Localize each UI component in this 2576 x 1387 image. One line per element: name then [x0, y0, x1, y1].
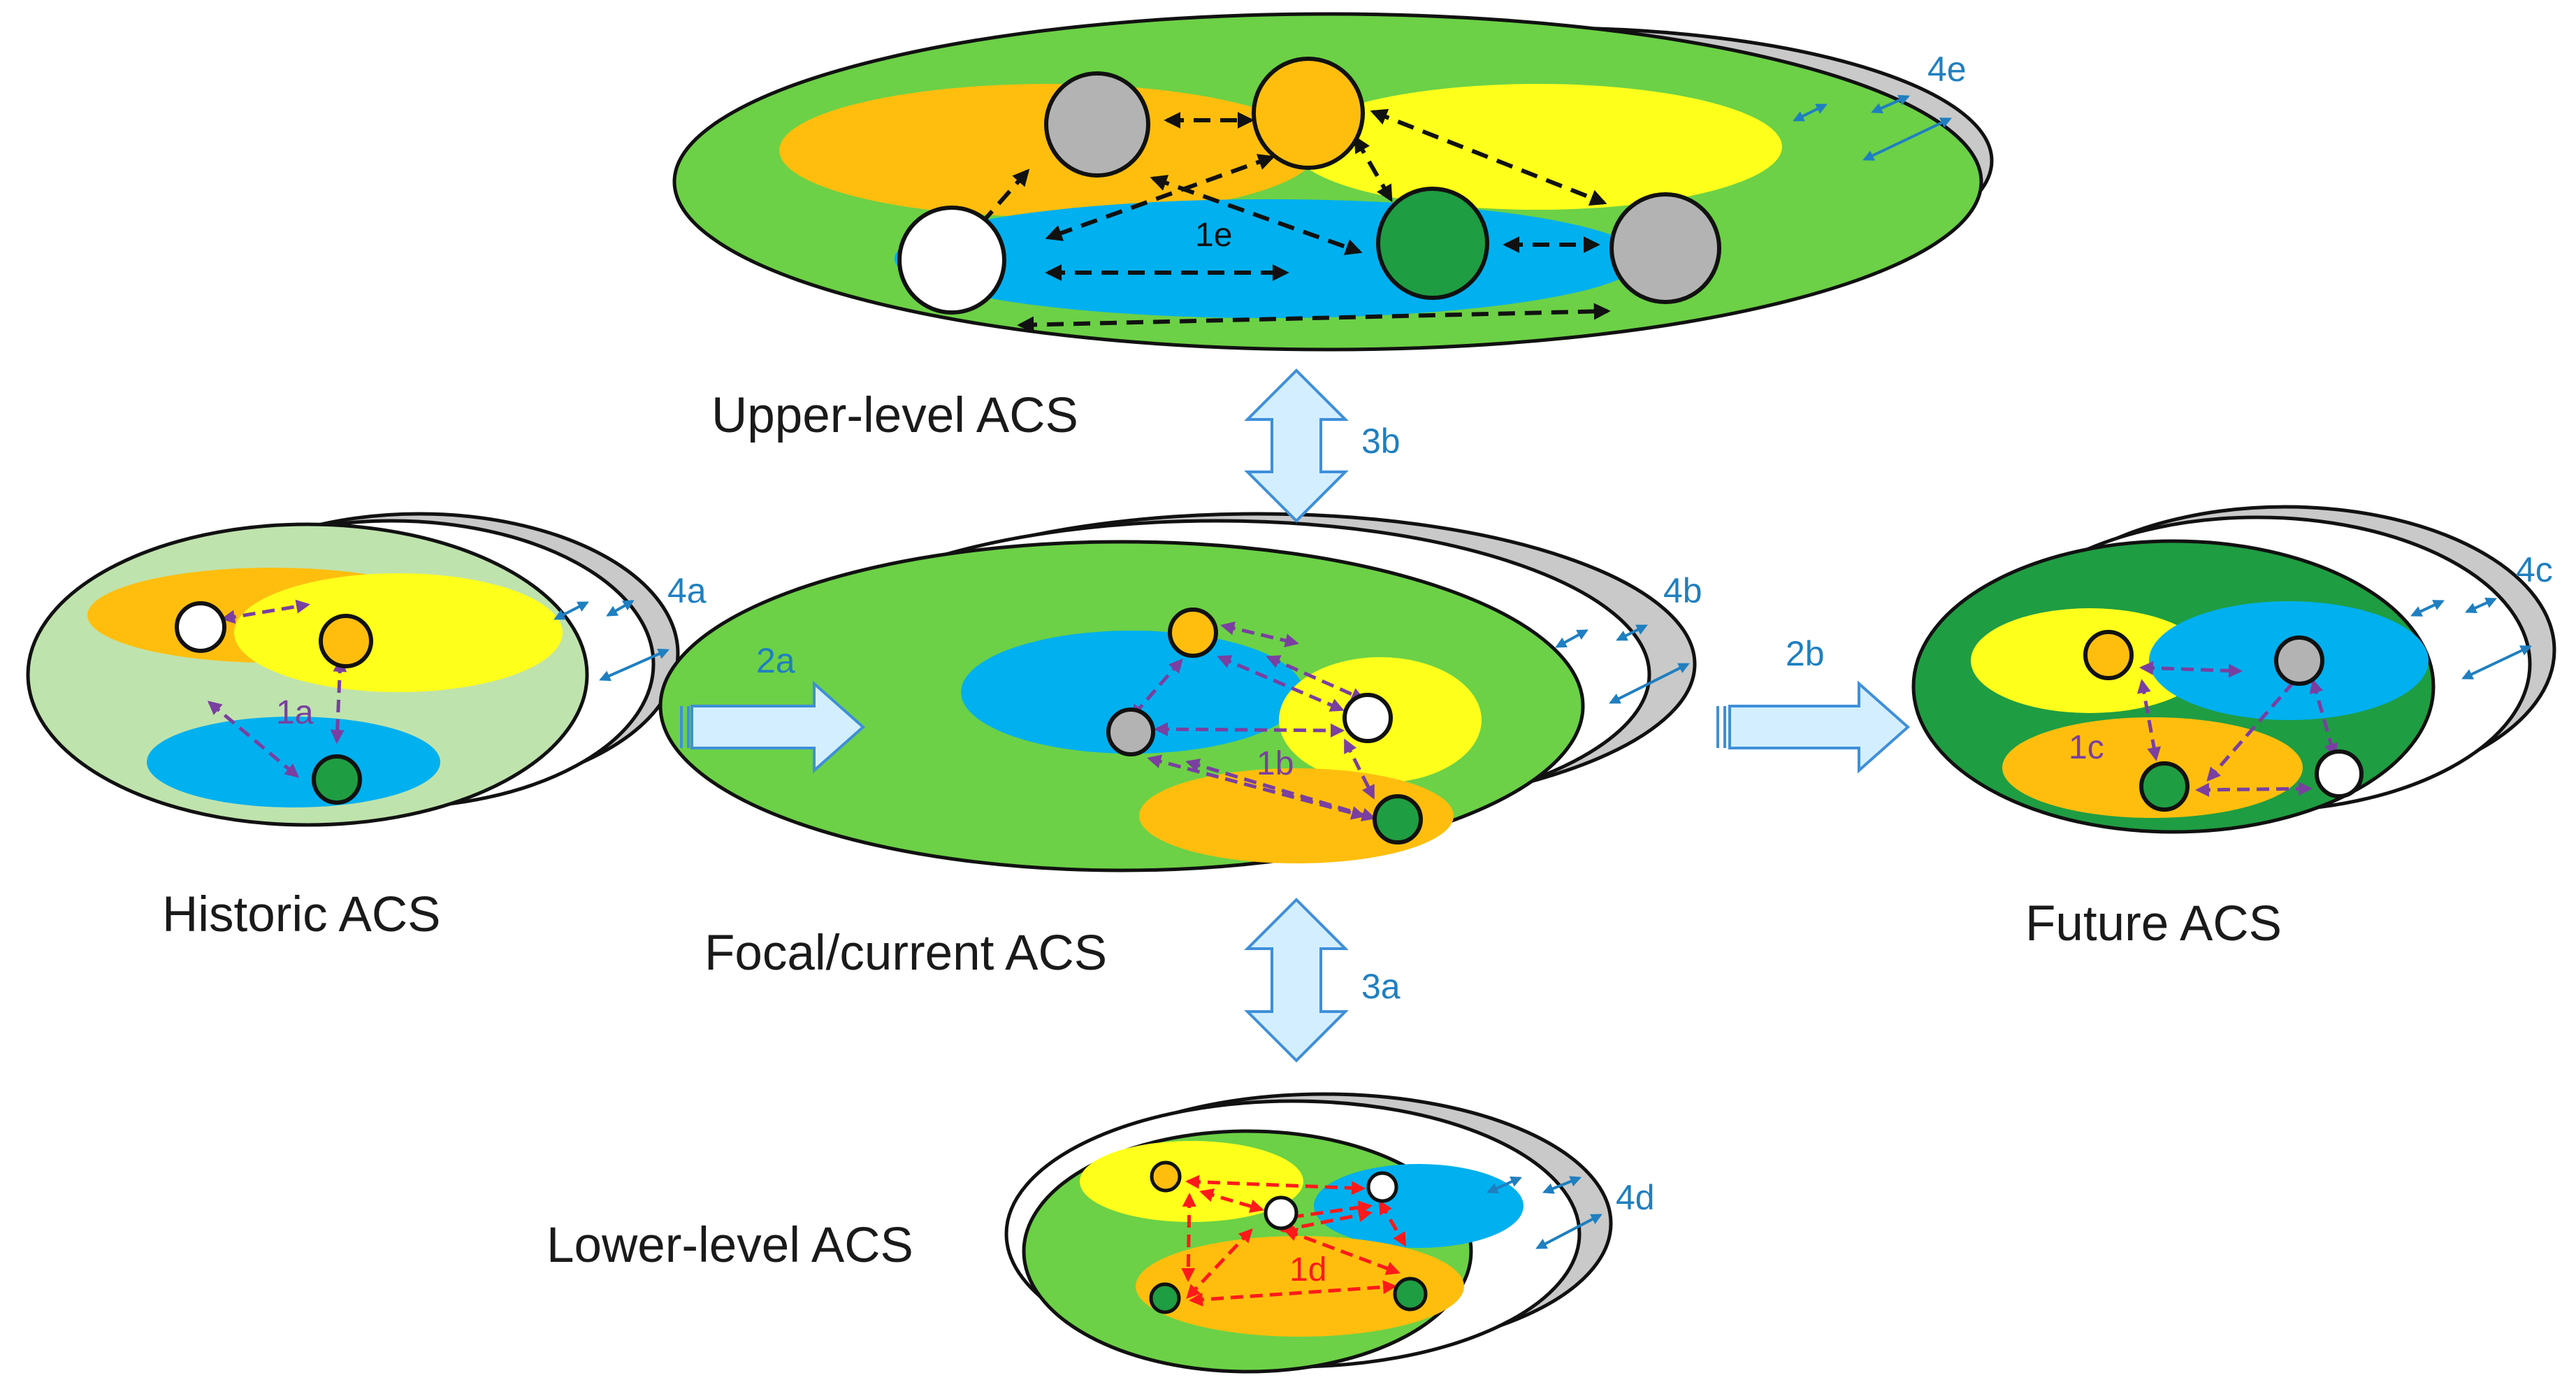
green-agent [312, 754, 362, 805]
interactions-label-1b: 1b [1257, 745, 1294, 782]
label-2a: 2a [756, 641, 795, 680]
layer-arrows-4e [1793, 94, 1952, 161]
orange-agent [2083, 630, 2134, 680]
label-3a: 3a [1361, 967, 1401, 1006]
gray-agent [2274, 635, 2324, 686]
future-interactions [2137, 661, 2338, 797]
layers-label-4a: 4a [667, 571, 707, 610]
future-acs: 1c 4c Future ACS [1911, 505, 2556, 951]
blue-subsystem [895, 199, 1642, 318]
orange-agent [319, 614, 373, 668]
white-agent [2315, 749, 2364, 798]
yellow-subsystem [234, 573, 563, 692]
lower-title: Lower-level ACS [547, 1218, 913, 1273]
layer-arrows-4b [1555, 624, 1690, 704]
historic-acs: 1a 4a Historic ACS [26, 512, 707, 942]
gray-agent-2 [1609, 192, 1721, 304]
arrow-2a-stripes [680, 706, 690, 748]
orange-agent [1252, 57, 1365, 170]
upper-interactions [972, 108, 1611, 333]
green-agent [1376, 187, 1489, 300]
transition-arrows: 2a 2b 3b 3a [680, 368, 1911, 1063]
orange-agent [1168, 608, 1218, 658]
green-agent [1373, 794, 1423, 845]
interactions-label-1a: 1a [276, 694, 314, 731]
layers-label-4e: 4e [1927, 50, 1967, 89]
gray-agent [1106, 707, 1155, 756]
layer-arrows-4c [2410, 597, 2532, 680]
orange-agent [1150, 1160, 1182, 1193]
upper-level-acs: 1e 4e Upper-level ACS [672, 12, 1994, 443]
arrow-2b-stripes [1716, 706, 1726, 748]
gray-agent [1044, 71, 1150, 178]
layers-label-4d: 4d [1616, 1178, 1655, 1217]
white-agent-2 [1264, 1195, 1298, 1230]
upper-title: Upper-level ACS [711, 388, 1078, 443]
arrow-3b [1244, 368, 1349, 523]
blue-subsystem [1314, 1164, 1524, 1248]
future-title: Future ACS [2025, 896, 2282, 951]
interactions-label-1c: 1c [2069, 729, 2104, 766]
green-agent [2139, 761, 2190, 812]
arrow-2a [690, 680, 866, 774]
lower-level-acs: 1d 4d Lower-level ACS [547, 1092, 1655, 1374]
label-2b: 2b [1786, 634, 1825, 673]
white-agent [175, 601, 226, 653]
focal-acs: 1b 4b Focal/current ACS [658, 512, 1702, 981]
white-agent [897, 206, 1006, 315]
yellow-subsystem [1293, 84, 1782, 210]
interactions-label-1d: 1d [1289, 1251, 1326, 1288]
interactions-label-1e: 1e [1195, 217, 1232, 254]
historic-interactions [207, 599, 347, 778]
focal-interactions [1130, 621, 1376, 821]
focal-title: Focal/current ACS [704, 926, 1107, 981]
layer-arrows-4a [553, 600, 670, 682]
arrow-2b [1728, 680, 1911, 774]
layer-arrows-4d [1486, 1176, 1602, 1249]
layers-label-4c: 4c [2516, 550, 2553, 589]
green-agent-2 [1393, 1277, 1428, 1311]
green-agent [1149, 1282, 1181, 1314]
layers-label-4b: 4b [1663, 571, 1702, 610]
lower-interactions [1181, 1174, 1407, 1307]
label-3b: 3b [1361, 422, 1401, 461]
arrow-3a [1244, 898, 1349, 1063]
white-agent [1343, 693, 1393, 743]
historic-title: Historic ACS [162, 887, 440, 942]
white-agent [1366, 1171, 1398, 1203]
